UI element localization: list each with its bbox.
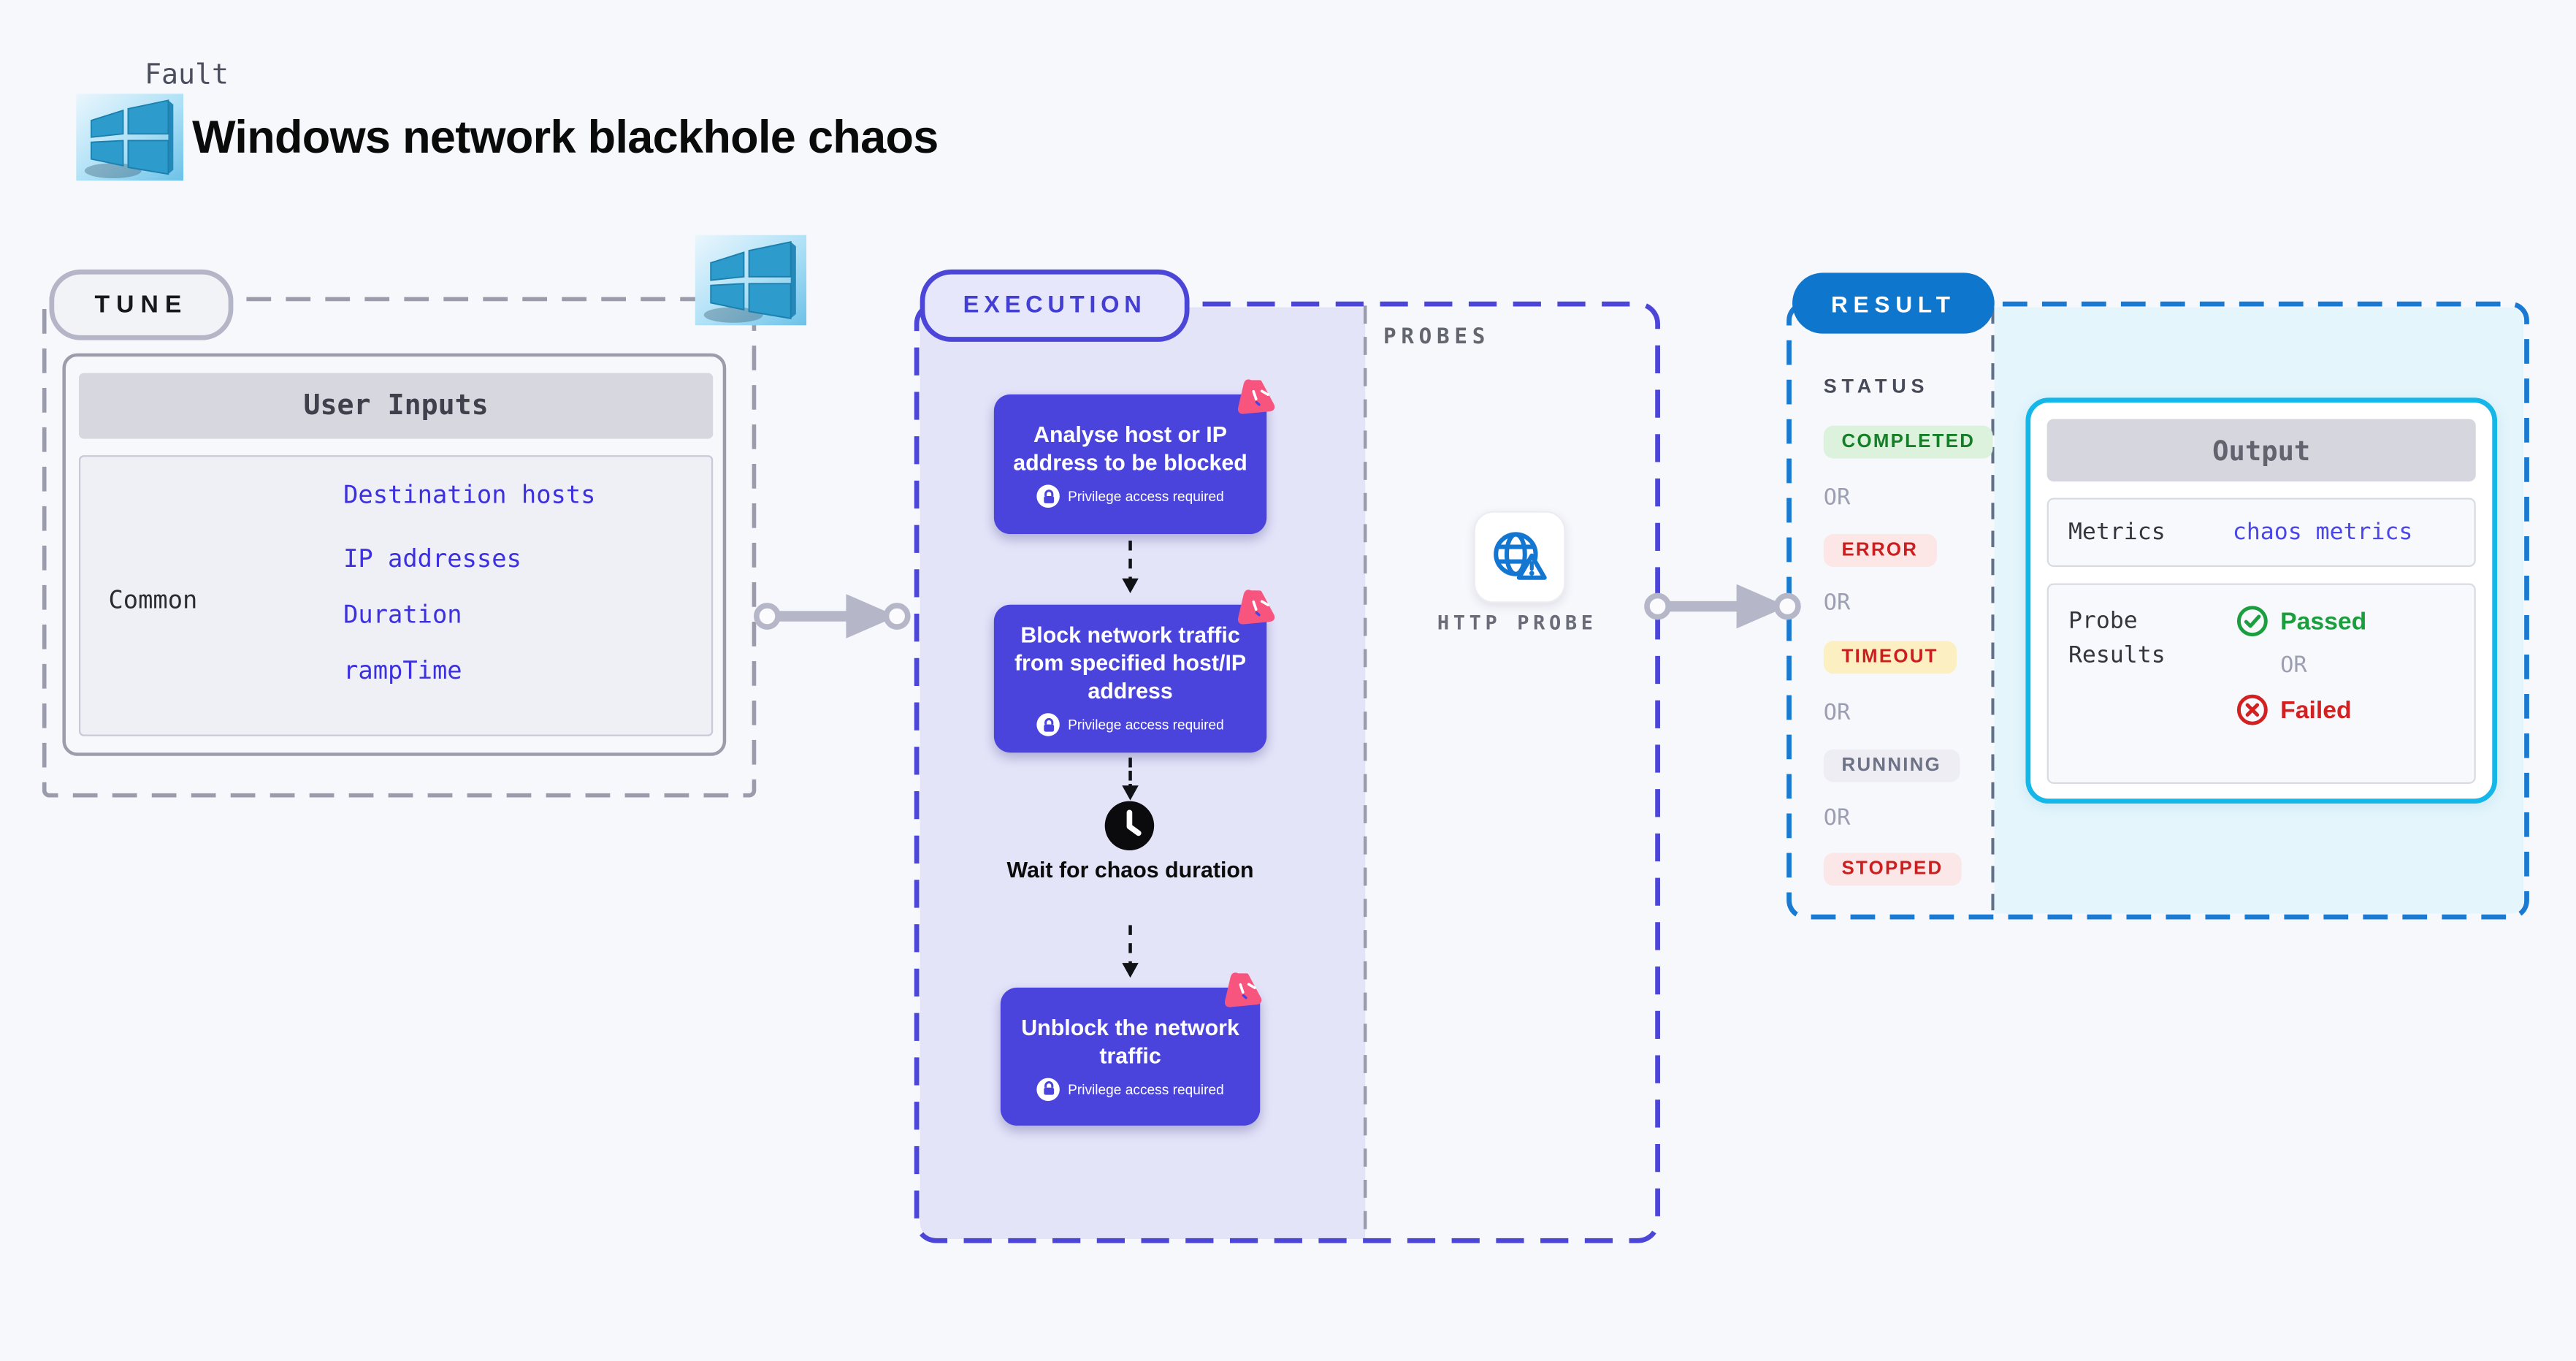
flow-connector-arrow [1122, 925, 1139, 978]
step-title: Analyse host or IP address to be blocked [1013, 422, 1247, 476]
lock-icon [1036, 484, 1060, 508]
flow-connector-arrow [1122, 541, 1139, 594]
flow-connector-arrow [1122, 757, 1139, 801]
input-link-duration[interactable]: Duration [343, 600, 462, 630]
http-probe-label: HTTP PROBE [1437, 611, 1597, 635]
result-section-label: RESULT [1792, 272, 1995, 334]
failed-result: Failed [2236, 693, 2366, 726]
privilege-note: Privilege access required [1068, 488, 1224, 505]
or-separator: OR [2280, 652, 2307, 679]
lock-icon [1036, 1077, 1060, 1100]
execution-section-label: EXECUTION [920, 269, 1190, 342]
metrics-row: Metrics chaos metrics [2046, 497, 2476, 568]
or-separator: OR [1823, 700, 1851, 727]
probes-section-label: PROBES [1383, 325, 1491, 351]
status-badge-completed: COMPLETED [1823, 425, 1993, 459]
output-card: Output Metrics chaos metrics Probe Resul… [2025, 397, 2498, 804]
lock-icon [1036, 713, 1060, 736]
chaos-metrics-link[interactable]: chaos metrics [2232, 519, 2413, 546]
clock-icon [1104, 801, 1155, 851]
chaos-scenario-icon [1237, 590, 1275, 625]
step-analyse-host: Analyse host or IP address to be blocked… [993, 394, 1267, 535]
input-link-ip-addresses[interactable]: IP addresses [343, 544, 521, 574]
or-separator: OR [1823, 484, 1851, 511]
chaos-scenario-icon [1224, 972, 1262, 1007]
failed-label: Failed [2280, 695, 2352, 724]
fault-eyebrow: Fault [144, 58, 229, 92]
check-circle-icon [2236, 606, 2268, 637]
status-column-label: STATUS [1823, 374, 1930, 398]
step-title: Unblock the network traffic [1021, 1014, 1239, 1067]
or-separator: OR [1823, 805, 1851, 832]
passed-label: Passed [2280, 607, 2367, 636]
step-unblock-traffic: Unblock the network traffic Privilege ac… [1000, 987, 1261, 1126]
execution-to-result-arrow [1644, 584, 1801, 629]
output-header: Output [2046, 419, 2476, 482]
input-group-label: Common [108, 584, 198, 615]
passed-result: Passed [2236, 605, 2366, 638]
page-title: Windows network blackhole chaos [192, 111, 939, 163]
status-badge-error: ERROR [1823, 534, 1936, 568]
input-link-ramptime[interactable]: rampTime [343, 655, 462, 685]
windows-logo-icon [76, 94, 184, 181]
windows-logo-icon [695, 235, 807, 326]
or-separator: OR [1823, 590, 1851, 617]
privilege-note: Privilege access required [1068, 1080, 1224, 1097]
globe-warning-icon [1494, 532, 1547, 580]
input-link-destination-hosts[interactable]: Destination hosts [343, 479, 596, 510]
probe-results-row: Probe Results Passed OR Failed [2046, 583, 2476, 784]
http-probe-card [1473, 511, 1566, 603]
step-title: Block network traffic from specified hos… [1014, 622, 1247, 704]
probe-results-label: Probe Results [2068, 608, 2166, 669]
metrics-label: Metrics [2068, 519, 2166, 546]
wait-step-label: Wait for chaos duration [1006, 858, 1254, 882]
chaos-scenario-icon [1237, 379, 1275, 414]
tune-to-execution-arrow [754, 594, 911, 638]
user-inputs-table: Common Destination hosts IP addresses Du… [78, 455, 714, 736]
status-badge-running: RUNNING [1823, 749, 1960, 782]
tune-section-label: TUNE [49, 269, 234, 340]
user-inputs-header: User Inputs [78, 373, 714, 439]
x-circle-icon [2236, 694, 2268, 725]
status-badge-stopped: STOPPED [1823, 853, 1962, 886]
step-block-traffic: Block network traffic from specified hos… [993, 604, 1267, 753]
privilege-note: Privilege access required [1068, 716, 1224, 733]
status-badge-timeout: TIMEOUT [1823, 641, 1957, 674]
